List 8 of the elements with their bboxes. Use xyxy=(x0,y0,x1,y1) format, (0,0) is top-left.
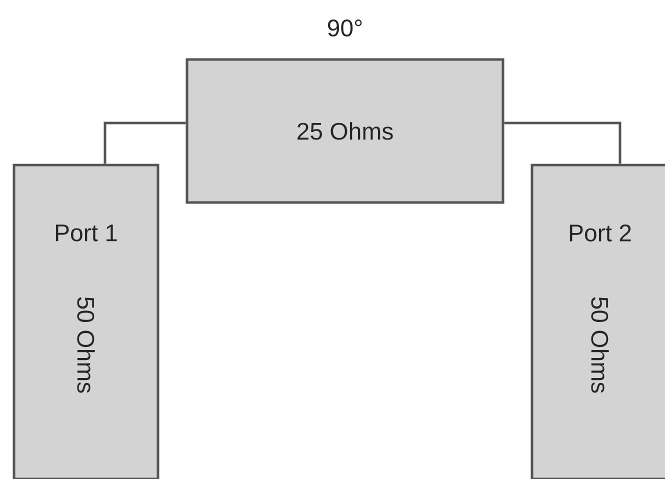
box-label: 50 Ohms xyxy=(77,297,95,393)
box-label: 25 Ohms xyxy=(298,122,393,140)
connector-line xyxy=(104,122,186,164)
box-label: Port 2 xyxy=(570,224,631,242)
connector-line xyxy=(504,122,622,164)
box-label: 50 Ohms xyxy=(591,297,609,393)
box-label: Port 1 xyxy=(56,224,117,242)
box-label: 90° xyxy=(328,20,362,36)
